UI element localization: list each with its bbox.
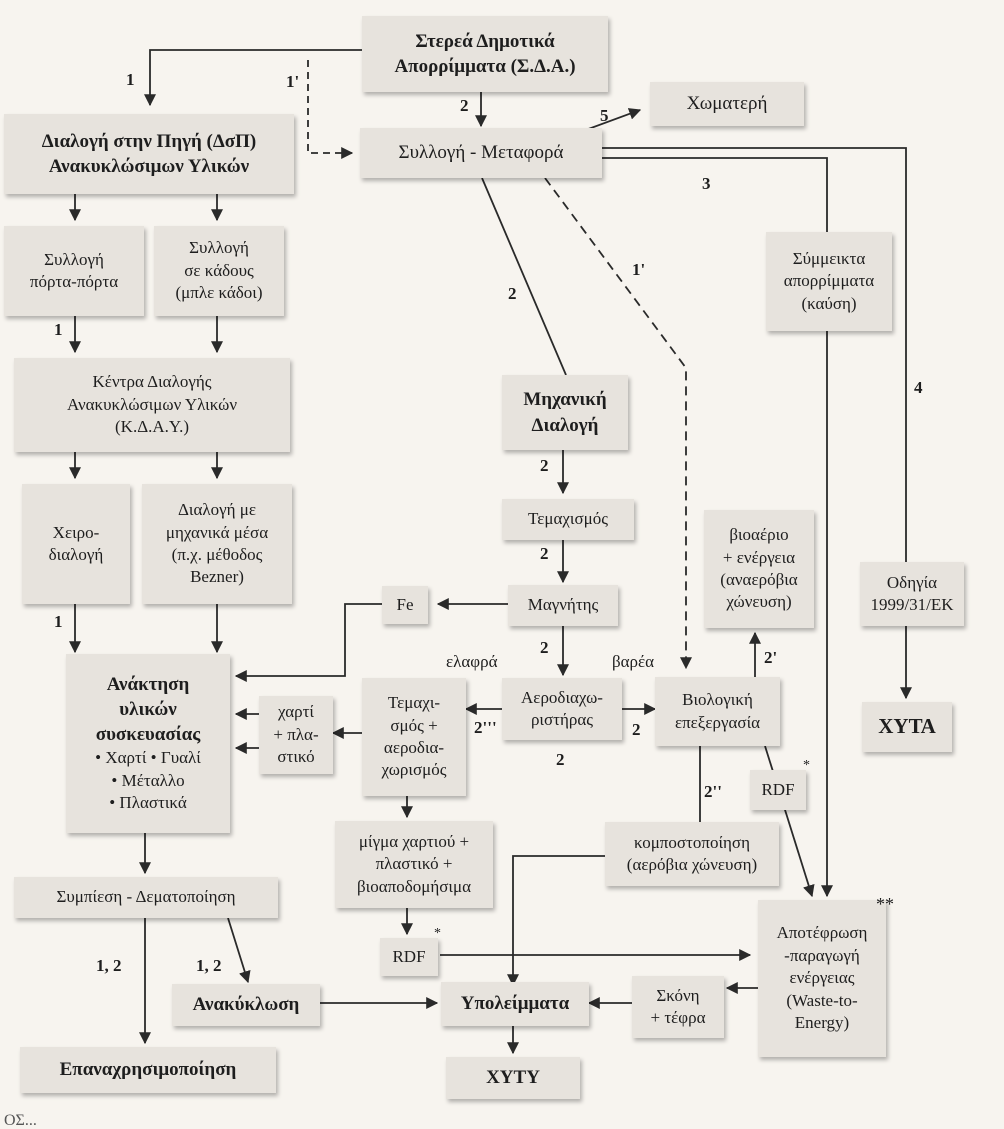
dust-ash-node: Σκόνη+ τέφρα — [632, 976, 724, 1038]
packaging-recovery-node: Ανάκτηση υλικών συσκευασίας • Χαρτί • Γυ… — [66, 654, 230, 833]
path-label: 1, 2 — [196, 956, 222, 975]
path-label: 2 — [540, 638, 549, 657]
path-label: 1 — [54, 612, 63, 631]
light-fraction-label: ελαφρά — [446, 652, 498, 671]
arrow-compost-to-residues — [507, 855, 605, 987]
path-label: 1 — [54, 320, 63, 339]
rdf-upper-asterisk: * — [803, 758, 810, 773]
rdf-node-lower: RDF — [380, 938, 438, 976]
path-label: 2 — [540, 456, 549, 475]
path-label: 4 — [914, 378, 923, 397]
path-label: 1, 2 — [96, 956, 122, 975]
magnet-node: Μαγνήτης — [508, 585, 618, 626]
path-label: 2''' — [474, 718, 497, 737]
xyta-node: ΧΥΤΑ — [862, 702, 952, 752]
arrow-fe-to-recovery — [234, 603, 382, 682]
incineration-asterisk: ** — [876, 894, 894, 914]
fe-node: Fe — [382, 586, 428, 624]
shred-separation-node: Τεμαχι-σμός +αεροδια-χωρισμός — [362, 678, 466, 796]
path-label: 2'' — [704, 782, 722, 801]
path-label: 2 — [540, 544, 549, 563]
path-label: 3 — [702, 174, 711, 193]
path-label: 1' — [632, 260, 646, 279]
arrow-sda-to-collection-dashed — [307, 60, 354, 159]
path-label: 2' — [764, 648, 778, 667]
composting-node: κομποστοποίηση(αερόβια χώνευση) — [605, 822, 779, 886]
reuse-node: Επαναχρησιμοποίηση — [20, 1047, 276, 1093]
path-label: 2 — [460, 96, 469, 115]
line-collection-to-mixed — [602, 157, 828, 232]
hand-sorting-node: Χειρο-διαλογή — [22, 484, 130, 604]
path-label: 5 — [600, 106, 609, 125]
arrow-collection-to-biological-dashed — [544, 177, 692, 670]
heavy-fraction-label: βαρέα — [612, 652, 655, 671]
rdf-lower-asterisk: * — [434, 926, 441, 941]
compression-node: Συμπίεση - Δεματοποίηση — [14, 877, 278, 918]
arrow-collection-to-xyta — [602, 147, 912, 700]
arrow-sda-to-dsp — [144, 49, 362, 107]
xyty-node: ΧΥΤΥ — [446, 1057, 580, 1099]
air-separator-node: Αεροδιαχω-ριστήρας — [502, 678, 622, 740]
recycling-node: Ανακύκλωση — [172, 984, 320, 1026]
line-collection-to-mechanical — [481, 177, 567, 376]
path-label: 2 — [556, 750, 565, 769]
path-label: 2 — [632, 720, 641, 739]
mixture-node: μίγμα χαρτιού +πλαστικό +βιοαποδομήσιμα — [335, 821, 493, 908]
path-label: 1 — [126, 70, 135, 89]
arrow-compression-to-recycling — [227, 917, 251, 984]
page-caption: ΟΣ... — [4, 1112, 37, 1129]
rdf-node-upper: RDF — [750, 770, 806, 810]
path-label: 2 — [508, 284, 517, 303]
paper-plastic-node: χαρτί+ πλα-στικό — [259, 696, 333, 774]
source-separation-node: Διαλογή στην Πηγή (ΔσΠ)Ανακυκλώσιμων Υλι… — [4, 114, 294, 194]
residues-node: Υπολείμματα — [441, 982, 589, 1026]
collection-transport-node: Συλλογή - Μεταφορά — [360, 128, 602, 178]
path-label: 1' — [286, 72, 300, 91]
landfill-node: Χωματερή — [650, 82, 804, 126]
shredding-node: Τεμαχισμός — [502, 499, 634, 540]
